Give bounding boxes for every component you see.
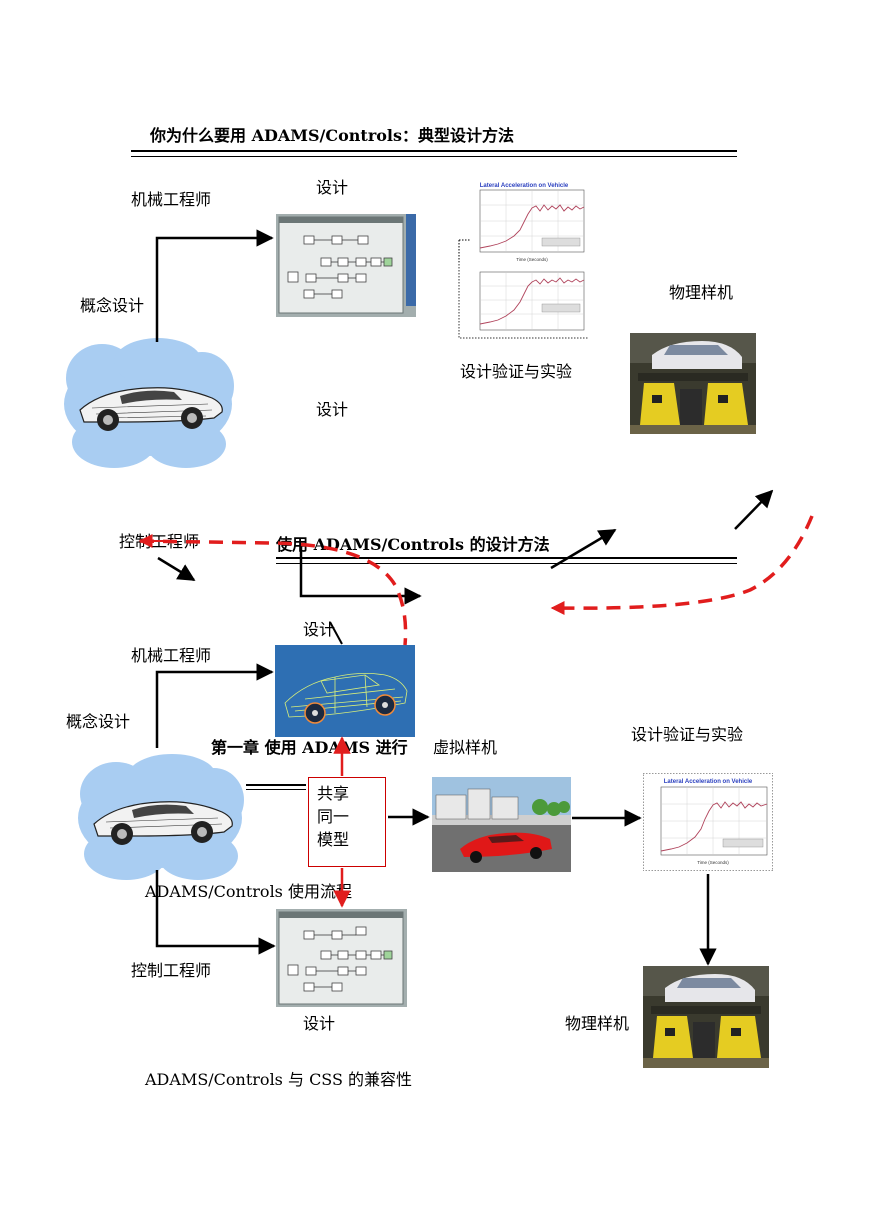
share-line-1: 共享 bbox=[317, 784, 350, 803]
s2-virtual-prototype-render bbox=[432, 777, 571, 872]
s1-arrow-to-verify bbox=[550, 528, 617, 570]
s2-physical-prototype: 物理样机 bbox=[565, 1014, 630, 1033]
s1-design-bottom: 设计 bbox=[316, 400, 349, 419]
s1-verify: 设计验证与实验 bbox=[460, 362, 573, 381]
s2-chapter-rule-bottom bbox=[246, 789, 306, 790]
s2-chart-title: Lateral Acceleration on Vehicle bbox=[664, 779, 753, 785]
footer-compat: ADAMS/Controls 与 CSS 的兼容性 bbox=[145, 1070, 413, 1089]
s1-arrow-to-design bbox=[155, 229, 274, 342]
s1-dotted-bracket bbox=[458, 239, 470, 262]
section1-rule-bottom bbox=[131, 156, 737, 157]
share-line-3: 模型 bbox=[317, 830, 350, 849]
s1-red-feedback-left bbox=[139, 539, 408, 646]
s2-concept-cloud bbox=[76, 754, 244, 882]
s2-car-model-render bbox=[275, 645, 415, 737]
s1-acceleration-charts: Lateral Acceleration on Vehicle Time (Se… bbox=[458, 178, 590, 340]
s2-physical-prototype-photo bbox=[643, 966, 769, 1068]
s2-verify: 设计验证与实验 bbox=[631, 725, 744, 744]
s2-design-bottom: 设计 bbox=[303, 1014, 336, 1033]
s1-mech-engineer: 机械工程师 bbox=[131, 190, 212, 209]
s1-short-connector bbox=[329, 621, 343, 645]
s2-chart-xlabel: Time (Seconds) bbox=[697, 860, 729, 865]
s1-design-top: 设计 bbox=[316, 178, 349, 197]
s2-arrow-to-control-diagram bbox=[155, 870, 276, 955]
s2-control-diagram-image bbox=[276, 909, 407, 1007]
s2-concept-design: 概念设计 bbox=[66, 712, 131, 731]
s1-concept-cloud bbox=[62, 338, 234, 470]
s1-concept-design: 概念设计 bbox=[80, 296, 145, 315]
s2-mech-engineer: 机械工程师 bbox=[131, 646, 212, 665]
s1-control-diagram-image bbox=[276, 214, 416, 317]
s1-chart-title: Lateral Acceleration on Vehicle bbox=[480, 183, 569, 189]
s2-acceleration-chart: Lateral Acceleration on Vehicle Time (Se… bbox=[643, 773, 773, 871]
share-model-box: 共享 同一 模型 bbox=[308, 777, 386, 867]
s2-chapter-rule-top bbox=[246, 784, 306, 786]
s1-physical-prototype-photo bbox=[630, 333, 756, 434]
section1-title: 你为什么要用 ADAMS/Controls：典型设计方法 bbox=[150, 126, 515, 145]
s2-arrow-to-car-model bbox=[155, 663, 274, 748]
s1-arrow-to-physical bbox=[734, 489, 774, 530]
s2-virtual-prototype: 虚拟样机 bbox=[433, 738, 498, 757]
s1-red-feedback-right bbox=[554, 515, 814, 610]
s2-chapter-heading: 第一章 使用 ADAMS 进行 bbox=[211, 738, 408, 757]
s1-arrow-bottom-right bbox=[299, 546, 422, 605]
s1-chart-xlabel: Time (Seconds) bbox=[516, 257, 548, 262]
s2-flow: ADAMS/Controls 使用流程 bbox=[145, 882, 352, 901]
s1-physical-prototype: 物理样机 bbox=[669, 283, 734, 302]
s1-arrow-control-down bbox=[157, 556, 196, 582]
share-line-2: 同一 bbox=[317, 807, 350, 826]
s2-control-engineer: 控制工程师 bbox=[131, 961, 212, 980]
section2-rule-bottom bbox=[276, 563, 737, 564]
section2-rule-top bbox=[276, 557, 737, 559]
section2-title: 使用 ADAMS/Controls 的设计方法 bbox=[276, 535, 550, 554]
s2-design-top: 设计 bbox=[303, 620, 336, 639]
section1-rule-top bbox=[131, 150, 737, 152]
